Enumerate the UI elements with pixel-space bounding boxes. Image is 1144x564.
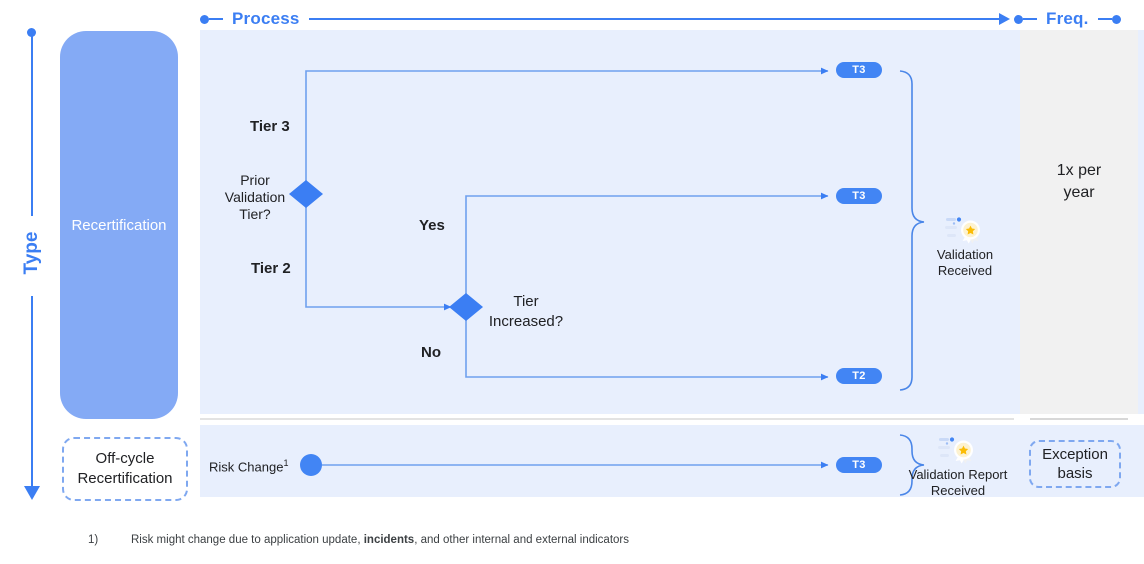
axis-line-upper — [31, 36, 33, 216]
flow-connectors-off-cycle — [300, 434, 925, 496]
result-validation-received: Validation Received — [910, 214, 1020, 279]
validation-badge-icon — [945, 217, 980, 244]
decision-diamond-tier-increased — [449, 293, 483, 321]
footnote-emphasis: incidents — [363, 534, 415, 546]
outcome-badge-t3[interactable]: T3 — [836, 188, 882, 204]
result-validation-report-received: Validation Report Received — [898, 434, 1018, 499]
decision-label-line1: Tier — [513, 293, 539, 310]
rail-end-dot-icon — [1111, 14, 1121, 24]
type-card-off-cycle[interactable]: Off-cycle Recertification — [62, 437, 188, 501]
rail-segment — [1023, 18, 1037, 20]
result-caption-line1: Validation — [936, 247, 994, 262]
decision-label-prior-validation-tier: Prior Validation Tier? — [219, 172, 291, 223]
decision-label-line3: Tier? — [239, 206, 271, 222]
outcome-badge-t3-off-cycle[interactable]: T3 — [836, 457, 882, 473]
outcome-badge-t3[interactable]: T3 — [836, 62, 882, 78]
result-caption-line2: Received — [930, 483, 986, 498]
rail-segment — [308, 18, 999, 20]
rail-segment — [1097, 18, 1112, 20]
column-label-frequency: Freq. — [1046, 9, 1089, 28]
footnote-marker: 1 — [283, 458, 289, 468]
rail-segment — [209, 18, 223, 20]
footnote-text-before: Risk might change due to application upd… — [131, 534, 364, 546]
edge-yes-to-t3 — [465, 192, 829, 307]
outcome-brace — [899, 70, 925, 391]
outcome-badge-t2[interactable]: T2 — [836, 368, 882, 384]
column-header-process: Process — [200, 8, 1010, 30]
type-card-recertification[interactable]: Recertification — [60, 31, 178, 419]
result-caption-line1: Validation Report — [908, 467, 1008, 482]
frequency-value-line1: Exception — [1042, 446, 1108, 463]
axis-line-lower — [31, 296, 33, 488]
frequency-value-off-cycle: Exception basis — [1029, 440, 1121, 488]
frequency-value-recertification: 1x per year — [1020, 160, 1138, 204]
branch-label-no: No — [421, 344, 441, 361]
frequency-value-line1: 1x per — [1056, 162, 1102, 179]
edge-no-to-t2 — [465, 307, 829, 381]
validation-badge-icon — [938, 437, 973, 464]
frequency-value-line2: basis — [1057, 465, 1093, 482]
row-separator-frequency — [1030, 418, 1128, 420]
frequency-inner-panel — [1020, 30, 1138, 414]
flow-connectors-recertification — [289, 67, 925, 391]
decision-diamonds — [289, 180, 483, 321]
type-card-label: Off-cycle Recertification — [77, 449, 172, 489]
trigger-label-risk-change: Risk Change1 — [209, 458, 288, 474]
frequency-value-line2: year — [1063, 184, 1095, 201]
type-axis: Type — [15, 28, 49, 506]
edge-tier3-to-t3 — [305, 67, 829, 194]
column-label-process: Process — [232, 9, 300, 28]
axis-label-type: Type — [21, 231, 42, 275]
process-panel-recertification — [200, 30, 1014, 414]
branch-label-yes: Yes — [419, 217, 445, 234]
frequency-value-text: Exception basis — [1042, 445, 1108, 483]
decision-label-line2: Increased? — [488, 313, 564, 330]
decision-label-line1: Prior — [240, 172, 270, 188]
type-card-label-line2: Recertification — [77, 470, 173, 487]
result-caption-line2: Received — [937, 263, 993, 278]
footnote-text-after: , and other internal and external indica… — [414, 534, 630, 546]
column-header-frequency: Freq. — [1014, 8, 1142, 30]
trigger-label-text: Risk Change — [209, 459, 284, 475]
type-card-label-line1: Off-cycle — [95, 450, 155, 467]
axis-arrow-icon — [24, 486, 40, 500]
decision-label-line2: Validation — [224, 189, 286, 205]
decision-diamond-prior-tier — [289, 180, 323, 208]
rail-arrow-icon — [999, 13, 1010, 25]
footnote: 1) Risk might change due to application … — [0, 534, 1144, 558]
branch-label-tier2: Tier 2 — [251, 260, 291, 277]
branch-label-tier3: Tier 3 — [250, 118, 290, 135]
edge-tier2-to-decision — [305, 194, 452, 311]
type-card-label: Recertification — [71, 216, 167, 234]
axis-start-dot-icon — [27, 28, 36, 37]
footnote-text: Risk might change due to application upd… — [131, 534, 629, 546]
row-separator — [200, 418, 1014, 420]
decision-label-tier-increased: Tier Increased? — [478, 292, 574, 332]
rail-start-dot-icon — [200, 14, 209, 24]
outcome-brace-off-cycle — [899, 434, 925, 496]
trigger-node-risk-change — [300, 454, 322, 476]
footnote-number: 1) — [88, 534, 99, 546]
rail-start-dot-icon — [1014, 14, 1023, 24]
